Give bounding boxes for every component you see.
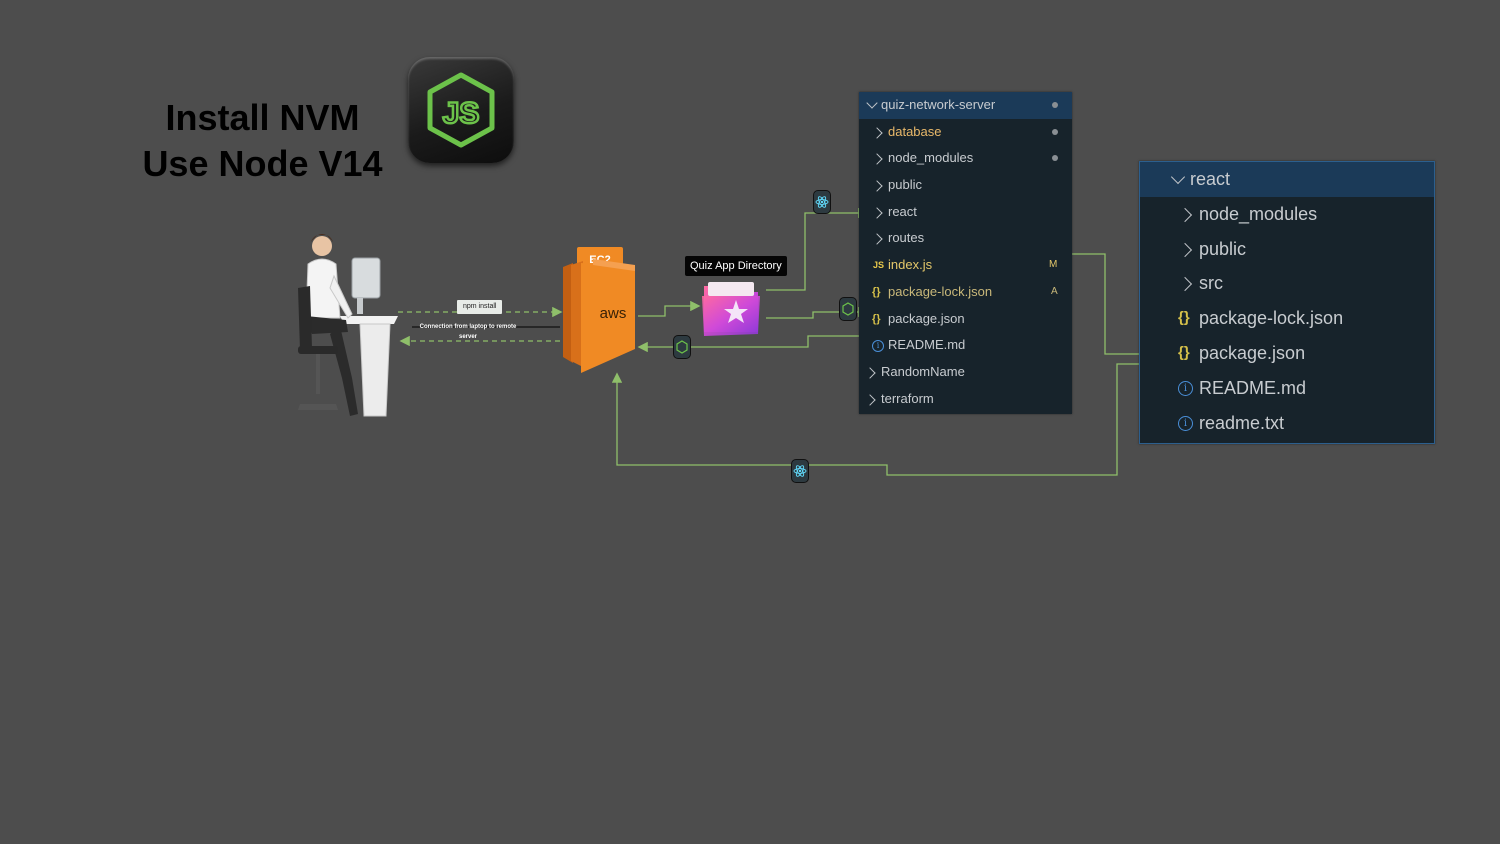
npm-install-label: npm install (457, 300, 503, 314)
index-to-react-package-wire (1072, 253, 1175, 360)
tree-item-readme[interactable]: i README.md (859, 332, 1072, 359)
tree-item-public[interactable]: public (1140, 232, 1434, 267)
tree-item-label: RandomName (881, 363, 965, 379)
tree-item-label: package-lock.json (888, 283, 993, 299)
nodejs-logo: JS (408, 57, 514, 163)
git-added-badge: A (1051, 285, 1058, 297)
tree-item-label: package.json (888, 310, 965, 326)
tree-item-label: package.json (1199, 342, 1306, 363)
status-dot (1052, 155, 1058, 162)
developer-illustration (298, 234, 398, 417)
react-badge-icon (791, 459, 809, 483)
tree-item-package-json[interactable]: {} package.json (1140, 336, 1434, 371)
tree-item-package-lock[interactable]: {} package-lock.json A (859, 279, 1072, 306)
json-file-icon: {} (1178, 309, 1190, 327)
aws-to-folder-wire (638, 300, 701, 317)
tree-item-readme-md[interactable]: i README.md (1140, 371, 1434, 406)
json-file-icon: {} (872, 285, 881, 298)
return-to-aws-wire (637, 335, 868, 353)
chevron-right-icon (1177, 277, 1193, 292)
tree-item-label: readme.txt (1199, 412, 1285, 433)
chevron-down-icon (1170, 169, 1186, 185)
slide-title: Install NVM Use Node V14 (110, 95, 415, 187)
chevron-right-icon (1177, 207, 1193, 222)
chevron-right-icon (871, 127, 883, 139)
chevron-right-icon (864, 367, 876, 379)
tree-item-routes[interactable]: routes (859, 225, 1072, 252)
tree-item-database[interactable]: database (859, 119, 1072, 146)
tree-item-label: README.md (1199, 377, 1307, 398)
chevron-right-icon (1177, 242, 1193, 257)
chevron-right-icon (871, 180, 883, 192)
tree-item-label: README.md (888, 337, 966, 353)
tree-item-node-modules[interactable]: node_modules (1140, 197, 1434, 232)
tree-item-terraform[interactable]: terraform (859, 386, 1072, 413)
tree-item-label: database (888, 123, 942, 139)
server-file-explorer: quiz-network-server database node_module… (859, 92, 1072, 414)
react-badge-icon (813, 190, 831, 214)
title-line-2: Use Node V14 (142, 143, 383, 184)
connection-label: Connection from laptop to remote server (419, 324, 517, 340)
explorer-root-row[interactable]: react (1140, 162, 1434, 197)
tree-item-label: terraform (881, 390, 934, 406)
quiz-app-directory-label: Quiz App Directory (685, 256, 787, 276)
tree-item-package-lock[interactable]: {} package-lock.json (1140, 301, 1434, 336)
status-dot (1052, 102, 1058, 108)
folder-star-icon (702, 282, 760, 336)
tree-item-package-json[interactable]: {} package.json (859, 306, 1072, 333)
aws-label: aws (600, 305, 627, 322)
info-icon: i (872, 340, 884, 353)
status-dot (1052, 128, 1058, 135)
chevron-right-icon (864, 393, 876, 406)
node-badge-icon (673, 335, 691, 359)
root-folder-label: quiz-network-server (881, 97, 996, 112)
tree-item-label: src (1199, 273, 1223, 294)
tree-item-label: node_modules (888, 150, 974, 166)
javascript-file-icon: JS (873, 260, 885, 271)
tree-item-public[interactable]: public (859, 172, 1072, 199)
react-file-explorer: react node_modules public src {} package… (1139, 161, 1435, 444)
chevron-right-icon (871, 233, 883, 246)
tree-item-readme-txt[interactable]: i readme.txt (1140, 406, 1434, 441)
aws-ec2-icon: EC2 aws (563, 247, 635, 373)
tree-item-randomname[interactable]: RandomName (859, 359, 1072, 386)
info-icon: i (1178, 415, 1193, 431)
tree-item-node-modules[interactable]: node_modules (859, 145, 1072, 172)
title-line-1: Install NVM (165, 97, 360, 138)
tree-item-react[interactable]: react (859, 199, 1072, 226)
tree-item-label: public (1199, 238, 1247, 259)
explorer-root-row[interactable]: quiz-network-server (859, 92, 1072, 119)
git-modified-badge: M (1049, 259, 1058, 271)
tree-item-index-js[interactable]: JS index.js M (859, 252, 1072, 279)
json-file-icon: {} (1178, 343, 1190, 361)
chevron-right-icon (871, 153, 883, 166)
chevron-down-icon (866, 97, 878, 109)
nodejs-hexagon-icon: JS (427, 72, 495, 148)
tree-item-label: node_modules (1199, 203, 1318, 224)
tree-item-label: public (888, 177, 922, 193)
tree-item-src[interactable]: src (1140, 266, 1434, 301)
json-file-icon: {} (872, 312, 881, 325)
folder-to-react-wire (766, 207, 869, 291)
tree-item-label: index.js (888, 257, 933, 273)
chevron-right-icon (871, 207, 883, 219)
tree-item-label: routes (888, 230, 925, 246)
info-icon: i (1178, 380, 1193, 396)
nodejs-logo-text: JS (443, 97, 480, 130)
tree-item-label: react (888, 203, 917, 219)
root-folder-label: react (1190, 169, 1231, 189)
react-to-aws-wire (611, 363, 1172, 476)
node-badge-icon (839, 297, 857, 321)
tree-item-label: package-lock.json (1199, 308, 1344, 329)
